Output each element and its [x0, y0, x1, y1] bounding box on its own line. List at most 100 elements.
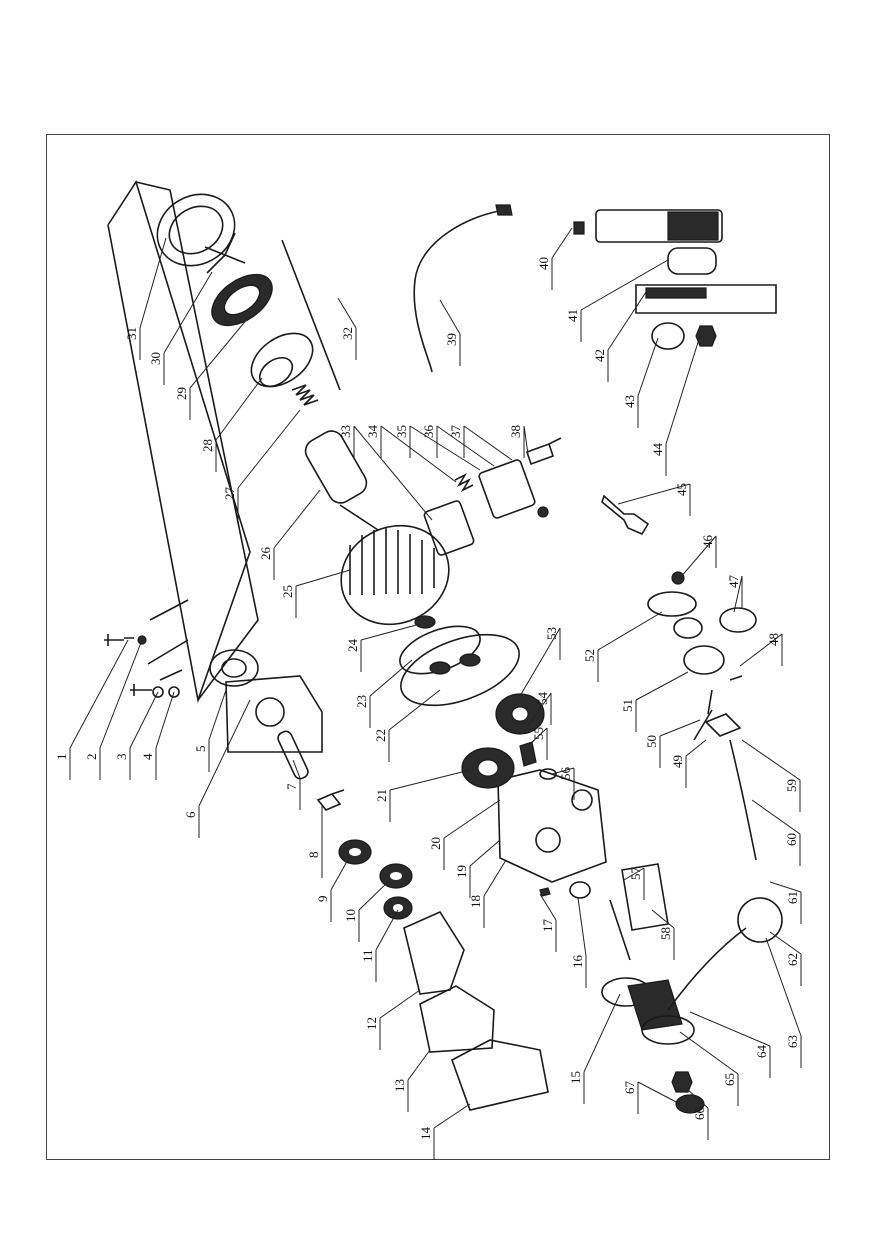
part-64-cable-run — [667, 927, 747, 1011]
leader-line-22 — [388, 689, 441, 731]
callout-number-19: 19 — [454, 865, 469, 878]
part-4-washer — [168, 686, 180, 698]
leader-line-52 — [597, 611, 663, 651]
part-25-motor-stator — [340, 524, 450, 626]
leader-line-6 — [198, 699, 251, 807]
part-33-switch-cover — [423, 500, 475, 556]
part-66-nut — [671, 1071, 693, 1093]
callout-number-66: 66 — [692, 1107, 707, 1121]
part-41-solenoid — [667, 247, 717, 275]
part-60-cable — [729, 739, 757, 861]
callout-number-26: 26 — [258, 547, 273, 561]
part-27-spring — [291, 384, 319, 406]
part-59-hook — [704, 713, 742, 737]
callout-number-6: 6 — [183, 811, 198, 818]
leader-line-48 — [739, 633, 783, 667]
callout-number-61: 61 — [785, 891, 800, 904]
part-35-spring — [454, 473, 474, 492]
part-28-bearing-housing — [250, 332, 314, 388]
callout-leader-lines — [69, 227, 802, 1160]
part-15-drum — [601, 977, 695, 1045]
leader-line-26 — [273, 489, 321, 549]
leader-line-16 — [577, 897, 587, 957]
callout-number-18: 18 — [468, 895, 483, 908]
part-29-gear-ring — [211, 273, 273, 327]
leader-line-61 — [769, 881, 802, 893]
callout-number-1: 1 — [54, 754, 69, 761]
callout-number-12: 12 — [364, 1017, 379, 1030]
leader-line-43 — [637, 337, 659, 397]
callout-number-15: 15 — [568, 1071, 583, 1084]
callout-number-27: 27 — [222, 487, 237, 501]
diagram-frame — [46, 134, 830, 1160]
part-21-gear — [461, 747, 515, 789]
leader-line-7 — [292, 759, 301, 779]
callout-number-29: 29 — [174, 387, 189, 400]
leader-line-33 — [353, 425, 433, 521]
callout-number-28: 28 — [200, 439, 215, 452]
leader-line-55 — [525, 727, 548, 749]
callout-number-17: 17 — [540, 919, 555, 933]
leader-line-50 — [659, 719, 701, 737]
leader-line-66 — [687, 1089, 709, 1109]
leader-line-37 — [463, 425, 513, 461]
callout-number-40: 40 — [536, 257, 551, 270]
callout-number-44: 44 — [650, 443, 665, 457]
part-55-shaft-gear — [519, 741, 537, 767]
leader-line-65 — [679, 1031, 739, 1075]
part-36-switch-box — [478, 459, 536, 519]
leader-line-24 — [360, 623, 421, 641]
part-45-key-switch — [601, 494, 650, 536]
part-32-rod — [281, 239, 341, 391]
callout-number-50: 50 — [644, 735, 659, 748]
part-30-fan — [204, 232, 246, 274]
leader-line-40 — [551, 227, 573, 259]
callout-number-11: 11 — [360, 949, 375, 962]
callout-number-52: 52 — [582, 649, 597, 662]
part-1-bolt — [104, 634, 152, 696]
leader-line-67 — [637, 1081, 681, 1105]
leader-line-62 — [769, 931, 802, 955]
callout-number-57: 57 — [628, 867, 643, 881]
callout-number-60: 60 — [784, 833, 799, 846]
part-50-lever — [707, 689, 713, 715]
leader-line-54 — [527, 692, 552, 727]
part-37-screw — [537, 506, 549, 518]
part-46-nut — [671, 571, 685, 585]
leader-line-9 — [330, 855, 351, 891]
leader-line-17 — [539, 893, 557, 921]
callout-number-25: 25 — [280, 585, 295, 598]
part-drawings — [104, 180, 783, 1114]
callout-number-23: 23 — [354, 695, 369, 708]
leader-line-15 — [583, 993, 621, 1073]
part-24-bearing — [414, 615, 436, 629]
part-38-plug-contact — [525, 437, 562, 466]
part-49-shaft — [693, 709, 713, 741]
callout-number-65: 65 — [722, 1073, 737, 1086]
leader-line-41 — [580, 259, 669, 311]
callout-number-20: 20 — [428, 837, 443, 850]
part-52-gear-small — [673, 617, 703, 639]
leader-line-27 — [237, 409, 301, 489]
leader-line-4 — [155, 691, 175, 749]
part-8-lever — [316, 789, 345, 811]
callout-number-33: 33 — [338, 425, 353, 438]
callout-number-22: 22 — [373, 729, 388, 742]
callout-number-13: 13 — [392, 1079, 407, 1092]
leader-line-51 — [635, 671, 689, 701]
leader-line-29 — [189, 317, 249, 389]
callout-number-8: 8 — [306, 852, 321, 859]
leader-line-31 — [139, 237, 167, 329]
leader-line-63 — [765, 937, 802, 1037]
leader-line-45 — [617, 483, 691, 505]
part-13-gasket — [419, 985, 495, 1053]
part-53-gear — [495, 693, 545, 735]
callout-number-16: 16 — [570, 955, 585, 969]
leader-line-42 — [607, 291, 647, 351]
callout-number-14: 14 — [418, 1127, 433, 1141]
callout-number-63: 63 — [785, 1035, 800, 1048]
leader-line-44 — [665, 335, 701, 445]
leader-line-30 — [163, 271, 213, 354]
